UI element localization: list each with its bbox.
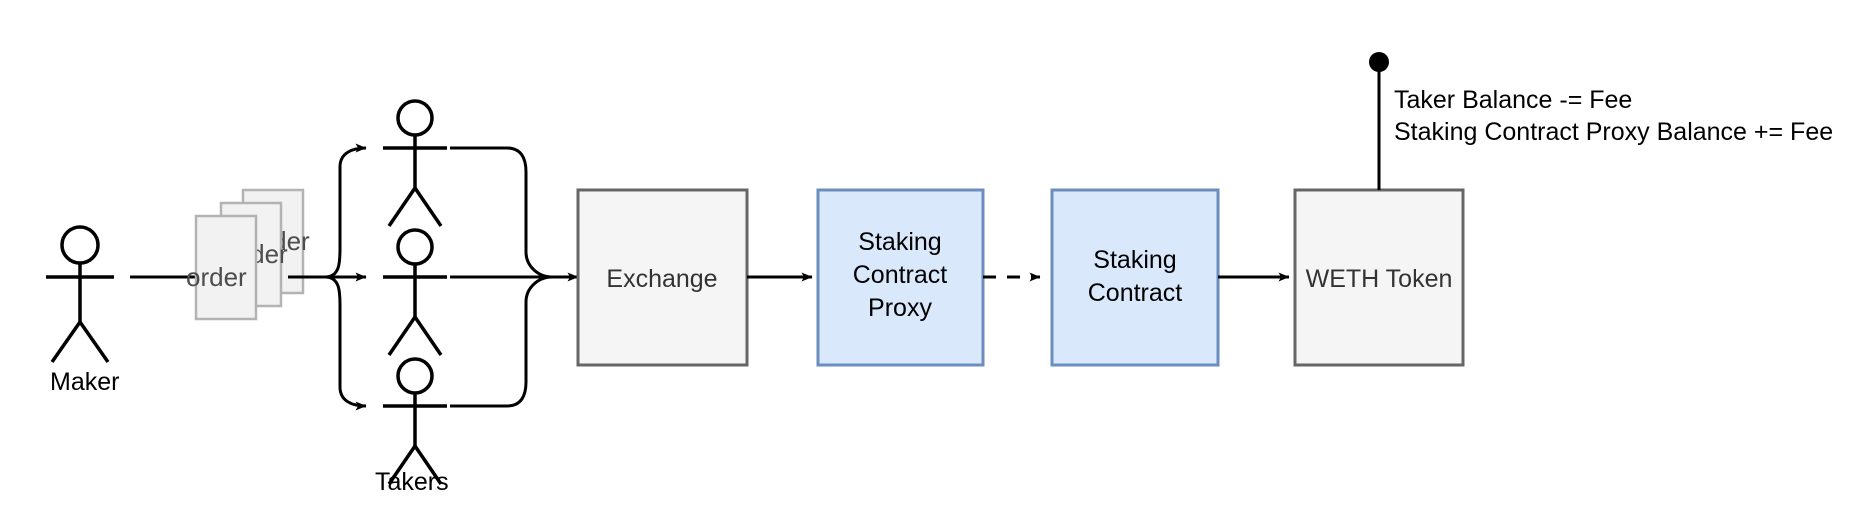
staking-contract-label-line2: Contract: [1088, 279, 1183, 307]
maker-leg-right: [78, 320, 110, 364]
order-card-stack: order order order: [186, 188, 310, 321]
exchange-label: Exchange: [606, 265, 717, 293]
staking-contract-box[interactable]: [1050, 188, 1220, 367]
staking-contract-proxy-box[interactable]: [816, 188, 985, 367]
taker-2-leg-right: [413, 316, 443, 356]
maker-label: Maker: [50, 368, 119, 396]
staking-contract-proxy-label-line1: Staking: [858, 228, 941, 256]
taker-1-leg-right: [413, 187, 443, 227]
order-card-front: [194, 214, 258, 321]
staking-contract-proxy-label-line3: Proxy: [868, 294, 932, 322]
edge-merge-bottom: [450, 275, 553, 408]
taker-3-leg-left: [387, 445, 417, 485]
node-staking-contract[interactable]: Staking Contract: [1050, 188, 1220, 367]
maker-head-icon: [60, 225, 100, 265]
node-weth-token[interactable]: WETH Token: [1293, 188, 1465, 367]
takers-label: Takers: [375, 468, 449, 496]
actor-taker-3: [383, 357, 447, 485]
taker-3-leg-right: [413, 445, 443, 485]
taker-3-head-icon: [396, 357, 434, 395]
exchange-box[interactable]: [576, 188, 749, 367]
actor-maker: [46, 225, 114, 364]
order-card-front-label: order: [186, 262, 247, 292]
staking-contract-proxy-label-line2: Contract: [853, 261, 948, 289]
annotation-line-1: Taker Balance -= Fee: [1394, 86, 1632, 114]
maker-leg-left: [50, 320, 82, 364]
taker-1-leg-left: [387, 187, 417, 227]
annotation-weth-balance-note: Taker Balance -= Fee Staking Contract Pr…: [1369, 52, 1833, 190]
actor-taker-1: [383, 99, 447, 227]
taker-2-leg-left: [387, 316, 417, 356]
edge-fanout-top: [324, 143, 367, 279]
taker-2-head-icon: [396, 228, 434, 266]
edge-fanout-bottom: [324, 275, 367, 411]
edge-merge-top: [450, 146, 553, 279]
node-staking-contract-proxy[interactable]: Staking Contract Proxy: [816, 188, 985, 367]
weth-token-box[interactable]: [1293, 188, 1465, 367]
annotation-line-2: Staking Contract Proxy Balance += Fee: [1394, 118, 1833, 146]
taker-1-head-icon: [396, 99, 434, 137]
staking-contract-label-line1: Staking: [1093, 246, 1176, 274]
node-exchange[interactable]: Exchange: [576, 188, 749, 367]
weth-token-label: WETH Token: [1306, 265, 1453, 293]
actor-taker-2: [383, 228, 447, 356]
annotation-anchor-dot-icon: [1369, 52, 1389, 72]
